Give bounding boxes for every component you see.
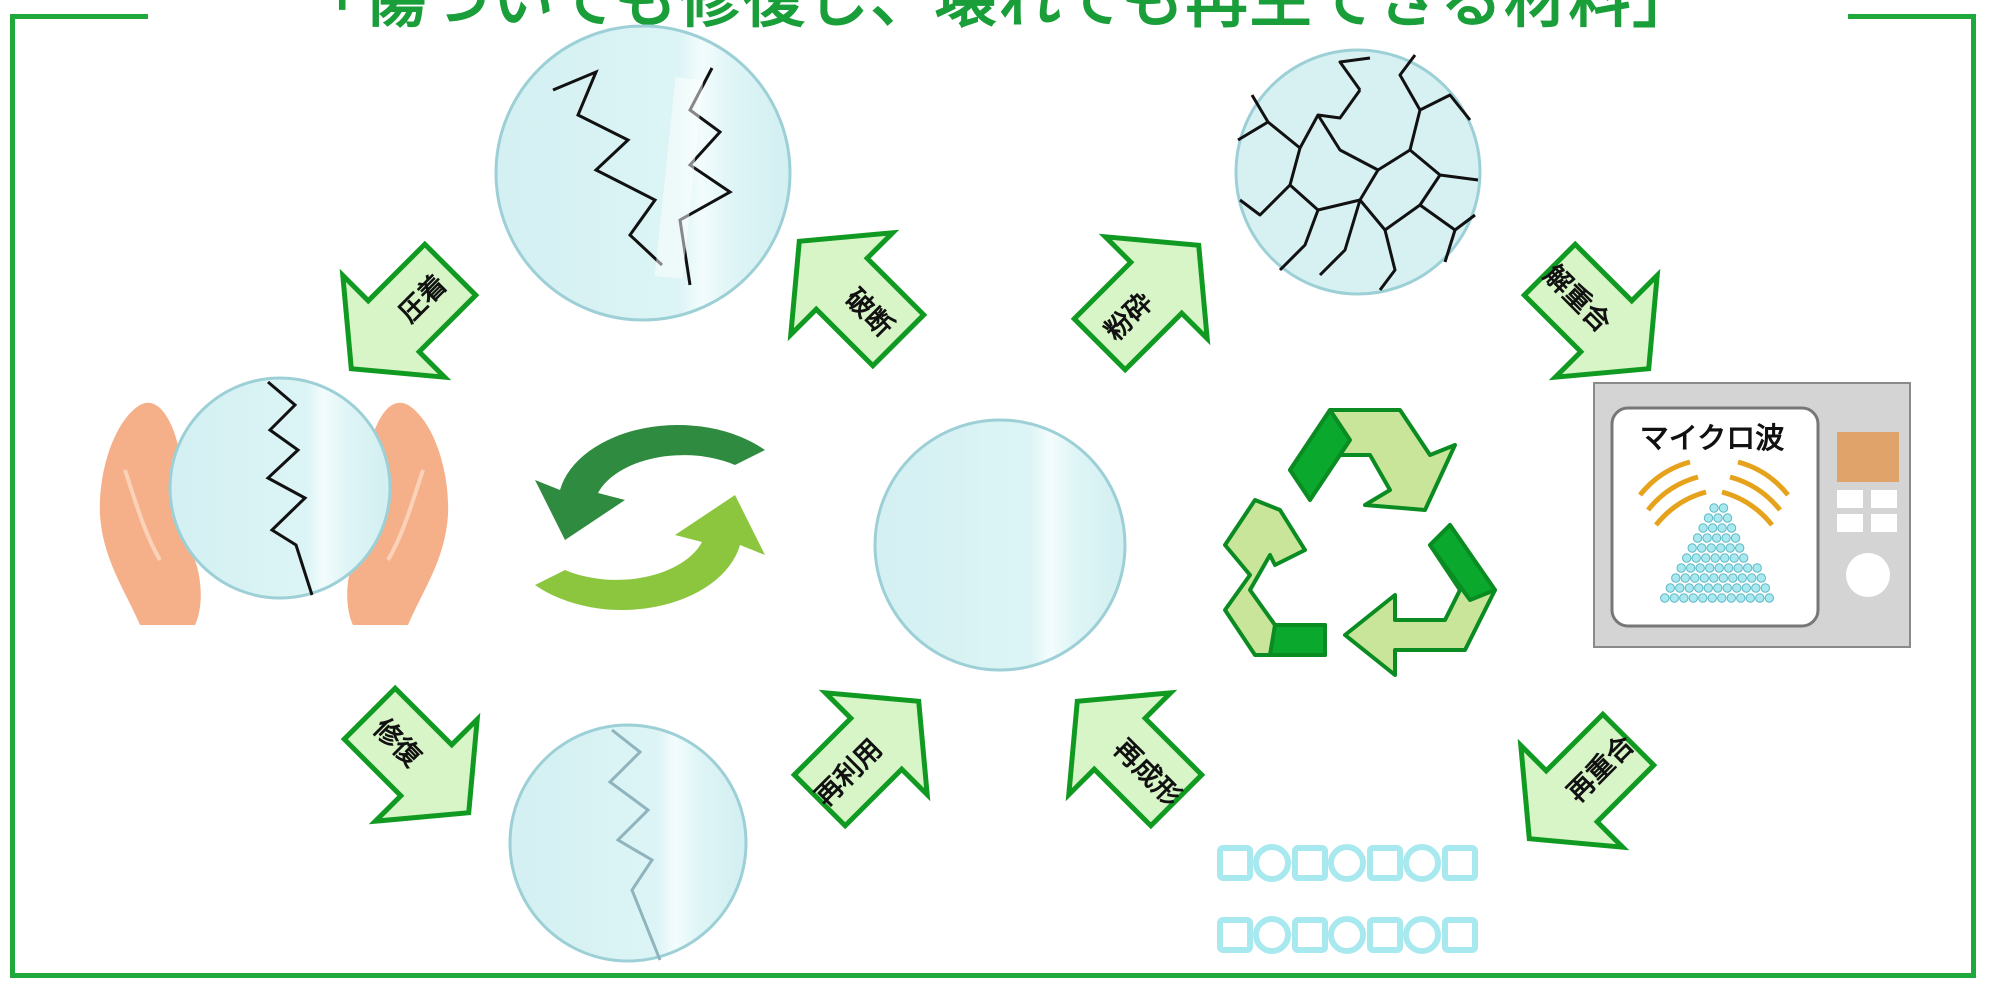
hands-holding-disc-icon — [99, 376, 449, 625]
polymer-bead — [1718, 503, 1729, 513]
polymer-bead — [1729, 553, 1739, 563]
polymer-bead — [1764, 593, 1775, 603]
cycle-arrows-icon — [535, 425, 765, 610]
polymer-bead — [1716, 543, 1726, 553]
polymer-bead — [1709, 573, 1719, 583]
polymer-bead — [1725, 543, 1735, 553]
polymer-bead — [1755, 593, 1765, 603]
broken-disc-icon — [494, 22, 792, 322]
polymer-bead — [1718, 573, 1729, 583]
polymer-bead — [1707, 593, 1718, 603]
polymer-bead — [1690, 573, 1700, 583]
polymer-bead — [1736, 593, 1746, 603]
polymer-bead — [1726, 523, 1737, 533]
polymer-bead — [1705, 563, 1715, 573]
polymer-bead — [1711, 533, 1722, 543]
polymer-bead — [1724, 563, 1734, 573]
polymer-bead — [1682, 553, 1692, 563]
polymer-bead — [1717, 593, 1727, 603]
polymer-bead — [1751, 583, 1761, 593]
repaired-disc-icon — [508, 723, 748, 963]
polymer-pile — [1660, 503, 1775, 603]
polymer-bead — [1679, 593, 1689, 603]
polymer-bead — [1688, 593, 1699, 603]
polymer-bead — [1698, 593, 1708, 603]
polymer-bead — [1660, 593, 1670, 603]
polymer-bead — [1692, 533, 1703, 543]
microwave-icon: マイクロ波 — [1593, 382, 1911, 648]
arrow-repair: 修復 — [319, 663, 520, 864]
polymer-bead — [1703, 513, 1714, 523]
polymer-bead — [1701, 553, 1711, 563]
polymer-bead — [1741, 583, 1752, 593]
polymer-bead — [1735, 543, 1745, 553]
crushed-disc-icon — [1234, 48, 1482, 296]
polymer-bead — [1722, 583, 1733, 593]
polymer-bead — [1702, 533, 1712, 543]
arrow-crush: 粉砕 — [1049, 194, 1250, 395]
polymer-bead — [1676, 563, 1686, 573]
polymer-bead — [1706, 543, 1716, 553]
arrow-break: 破断 — [748, 190, 949, 391]
polymer-bead — [1669, 593, 1680, 603]
polymer-bead — [1747, 573, 1757, 583]
polymer-bead — [1739, 553, 1749, 563]
polymer-bead — [1756, 573, 1767, 583]
monomer-chain-icon — [1217, 844, 1478, 954]
polymer-bead — [1703, 583, 1714, 593]
polymer-bead — [1709, 503, 1719, 513]
arrow-compress: 圧着 — [300, 219, 501, 420]
polymer-bead — [1680, 573, 1691, 583]
polymer-bead — [1726, 593, 1737, 603]
polymer-bead — [1686, 563, 1696, 573]
polymer-bead — [1699, 573, 1710, 583]
polymer-bead — [1671, 573, 1681, 583]
microwave-label: マイクロ波 — [1640, 421, 1785, 455]
title-background — [148, 0, 1848, 40]
polymer-bead — [1743, 563, 1753, 573]
polymer-bead — [1713, 513, 1723, 523]
polymer-bead — [1665, 583, 1676, 593]
polymer-bead — [1722, 513, 1733, 523]
polymer-bead — [1710, 553, 1720, 563]
intact-disc-icon — [873, 418, 1127, 672]
polymer-bead — [1698, 523, 1708, 533]
polymer-bead — [1697, 543, 1707, 553]
polymer-bead — [1714, 563, 1724, 573]
polymer-bead — [1707, 523, 1718, 533]
polymer-bead — [1730, 533, 1741, 543]
polymer-bead — [1684, 583, 1695, 593]
diagram-title: 「傷ついても修復し、壊れても再生できる材料」 — [148, 0, 1848, 31]
polymer-bead — [1694, 583, 1704, 593]
polymer-bead — [1713, 583, 1723, 593]
polymer-bead — [1695, 563, 1705, 573]
polymer-bead — [1691, 553, 1701, 563]
polymer-bead — [1687, 543, 1697, 553]
polymer-bead — [1733, 563, 1743, 573]
recycle-icon — [1223, 408, 1497, 677]
polymer-bead — [1752, 563, 1762, 573]
polymer-bead — [1717, 523, 1727, 533]
polymer-bead — [1760, 583, 1771, 593]
polymer-bead — [1675, 583, 1685, 593]
polymer-bead — [1732, 583, 1742, 593]
polymer-bead — [1737, 573, 1748, 583]
arrow-remold: 再成形 — [1026, 650, 1227, 851]
polymer-bead — [1720, 553, 1730, 563]
polymer-bead — [1728, 573, 1738, 583]
arrow-reuse: 再利用 — [768, 650, 969, 851]
arrow-repolymerize: 再重合 — [1478, 688, 1679, 889]
polymer-bead — [1721, 533, 1731, 543]
polymer-bead — [1745, 593, 1756, 603]
